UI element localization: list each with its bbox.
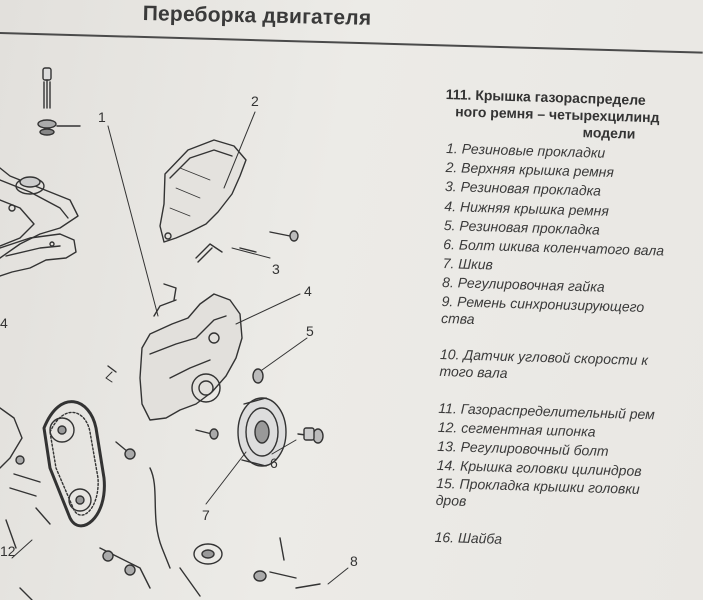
legend-item: 15. Прокладка крышки головки дров (435, 475, 698, 534)
pulley-bolt-drawing (297, 427, 324, 444)
engine-exploded-diagram: 1 2 3 4 4 5 6 7 8 12 (0, 67, 358, 600)
sensor-cable-drawing (149, 467, 171, 569)
parts-legend: 1. Резиновые прокладки 2. Верхняя крышка… (434, 139, 703, 556)
callout-4: 4 (304, 283, 312, 299)
crankshaft-pulley-drawing (237, 397, 287, 467)
figure-caption: 111. Крышка газораспределе ного ремня – … (444, 86, 703, 146)
page-header-title: Переборка двигателя (142, 2, 372, 30)
callout-7: 7 (202, 507, 210, 523)
legend-item: 10. Датчик угловой скорости к того вала (439, 346, 702, 405)
top-bolt-drawing (37, 67, 81, 136)
lower-belt-cover-drawing (139, 283, 243, 421)
cylinder-head-cover-drawing (0, 167, 79, 259)
rubber-gasket-drawing (252, 368, 264, 384)
callout-5: 5 (306, 323, 314, 339)
callout-12: 12 (0, 543, 16, 559)
small-bolt-drawing (239, 230, 299, 253)
callout-3: 3 (272, 261, 280, 277)
cover-gasket-drawing (0, 233, 77, 277)
callout-6: 6 (270, 455, 278, 471)
legend-item-continuation: дров (435, 492, 467, 510)
lower-left-parts-drawing (0, 407, 51, 600)
callout-numbers: 1 2 3 4 4 5 6 7 8 12 (0, 93, 358, 569)
callout-2: 2 (251, 93, 259, 109)
callout-4-left: 4 (0, 315, 8, 331)
callout-8: 8 (350, 553, 358, 569)
timing-belt-drawing (42, 400, 106, 528)
lower-parts-drawing (99, 537, 321, 597)
leader-lines (11, 111, 349, 585)
legend-item: 9. Ремень синхронизирующего ства (440, 293, 703, 352)
upper-belt-cover-drawing (159, 139, 247, 263)
legend-item-continuation: ства (440, 309, 475, 327)
figure-text-column: 111. Крышка газораспределе ного ремня – … (432, 86, 703, 556)
legend-item-continuation: того вала (439, 362, 508, 381)
cover-bolts-drawing (107, 365, 219, 460)
callout-1: 1 (98, 109, 106, 125)
